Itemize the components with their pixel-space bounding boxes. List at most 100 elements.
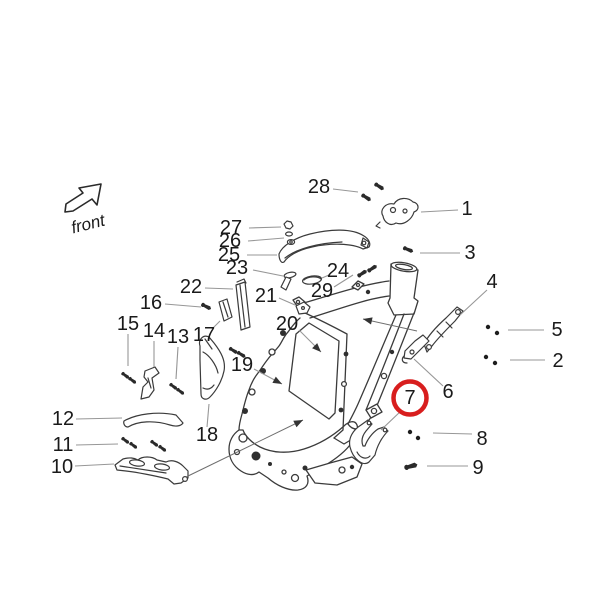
parts-drawings — [114, 181, 500, 485]
leader-arrowhead — [312, 343, 321, 352]
callout-9[interactable]: 9 — [427, 457, 484, 479]
leader-line — [332, 188, 359, 193]
front-label: front — [69, 210, 108, 237]
part-9-screw — [403, 462, 419, 471]
part-7-drawing — [348, 419, 389, 465]
leader-line — [206, 403, 210, 428]
callout-7[interactable]: 7 — [380, 379, 429, 431]
part-number-2[interactable]: 2 — [552, 350, 563, 372]
leader-line — [459, 289, 488, 316]
callout-5[interactable]: 5 — [508, 319, 563, 341]
part-22-drawing — [235, 278, 251, 331]
part-number-9[interactable]: 9 — [472, 457, 483, 479]
callout-19[interactable]: 19 — [231, 354, 283, 385]
highlight-circle — [391, 379, 429, 417]
mount-line — [185, 419, 304, 478]
part-12-drawing — [123, 412, 184, 428]
part-number-12[interactable]: 12 — [52, 408, 74, 430]
part-26-drawing — [285, 231, 296, 246]
leader-line — [74, 463, 115, 467]
part-number-23[interactable]: 23 — [226, 257, 248, 279]
callout-22[interactable]: 22 — [180, 276, 234, 298]
part-number-7[interactable]: 7 — [404, 387, 415, 409]
leader-line — [321, 274, 330, 279]
part-28-screws — [360, 181, 385, 203]
part-number-13[interactable]: 13 — [167, 326, 189, 348]
callout-2[interactable]: 2 — [510, 350, 564, 372]
part-number-6[interactable]: 6 — [442, 381, 453, 403]
part-number-3[interactable]: 3 — [464, 242, 475, 264]
part-10-drawing — [114, 456, 189, 485]
leader-line — [204, 287, 234, 290]
callout-12[interactable]: 12 — [52, 408, 123, 430]
callout-28[interactable]: 28 — [308, 176, 359, 198]
leader-line — [333, 274, 354, 288]
leader-line — [380, 409, 403, 431]
callout-1[interactable]: 1 — [420, 198, 473, 220]
callout-17[interactable]: 17 — [193, 320, 221, 346]
part-number-22[interactable]: 22 — [180, 276, 202, 298]
part-13-screws — [168, 382, 186, 396]
callout-27[interactable]: 27 — [220, 217, 282, 239]
part-number-4[interactable]: 4 — [486, 271, 497, 293]
callout-21[interactable]: 21 — [255, 285, 296, 307]
part-number-8[interactable]: 8 — [476, 428, 487, 450]
mount-line — [362, 318, 418, 332]
part-5-screws — [485, 324, 500, 336]
leader-arrowhead — [363, 317, 373, 325]
part-number-19[interactable]: 19 — [231, 354, 253, 376]
leader-arrowhead — [293, 420, 303, 428]
callout-26[interactable]: 26 — [219, 230, 285, 252]
part-17-drawing — [218, 298, 233, 322]
part-number-14[interactable]: 14 — [143, 320, 165, 342]
part-number-1[interactable]: 1 — [461, 198, 472, 220]
part-number-27[interactable]: 27 — [220, 217, 242, 239]
part-number-17[interactable]: 17 — [193, 324, 215, 346]
callout-25[interactable]: 25 — [218, 244, 277, 266]
part-number-18[interactable]: 18 — [196, 424, 218, 446]
callout-20[interactable]: 20 — [276, 313, 322, 353]
leader-line — [75, 443, 119, 446]
part-number-16[interactable]: 16 — [140, 292, 162, 314]
callout-10[interactable]: 10 — [51, 456, 115, 478]
part-number-25[interactable]: 25 — [218, 244, 240, 266]
part-number-24[interactable]: 24 — [327, 260, 349, 282]
part-number-21[interactable]: 21 — [255, 285, 277, 307]
callout-23[interactable]: 23 — [226, 257, 284, 279]
callout-16[interactable]: 16 — [140, 292, 202, 314]
callout-14[interactable]: 14 — [143, 320, 165, 367]
part-number-15[interactable]: 15 — [117, 313, 139, 335]
part-number-20[interactable]: 20 — [276, 313, 298, 335]
callout-3[interactable]: 3 — [420, 242, 476, 264]
callout-4[interactable]: 4 — [459, 271, 498, 316]
mount-line-part-10 — [185, 419, 304, 478]
callout-11[interactable]: 11 — [53, 434, 119, 456]
callout-6[interactable]: 6 — [413, 358, 454, 403]
callout-18[interactable]: 18 — [196, 403, 218, 446]
part-3-screw — [402, 245, 415, 254]
leader-line — [175, 346, 179, 380]
leader-line — [211, 320, 221, 330]
leader-line — [413, 358, 444, 387]
callout-24[interactable]: 24 — [321, 260, 349, 282]
front-arrow-icon — [64, 183, 102, 213]
motor-plate — [228, 421, 359, 491]
leader-line — [248, 226, 282, 229]
part-number-5[interactable]: 5 — [551, 319, 562, 341]
part-23-drawing — [280, 271, 297, 291]
part-number-29[interactable]: 29 — [311, 280, 333, 302]
part-2-screws — [483, 354, 498, 366]
side-panel-window — [288, 322, 340, 420]
callout-13[interactable]: 13 — [167, 326, 189, 380]
callout-15[interactable]: 15 — [117, 313, 139, 366]
part-number-28[interactable]: 28 — [308, 176, 330, 198]
part-11-screws — [120, 436, 168, 453]
part-number-10[interactable]: 10 — [51, 456, 73, 478]
frame-drawing — [228, 261, 419, 491]
part-number-26[interactable]: 26 — [219, 230, 241, 252]
callout-29[interactable]: 29 — [311, 274, 354, 302]
part-number-11[interactable]: 11 — [53, 434, 74, 456]
part-18-drawing — [198, 335, 226, 400]
callout-8[interactable]: 8 — [432, 428, 488, 450]
